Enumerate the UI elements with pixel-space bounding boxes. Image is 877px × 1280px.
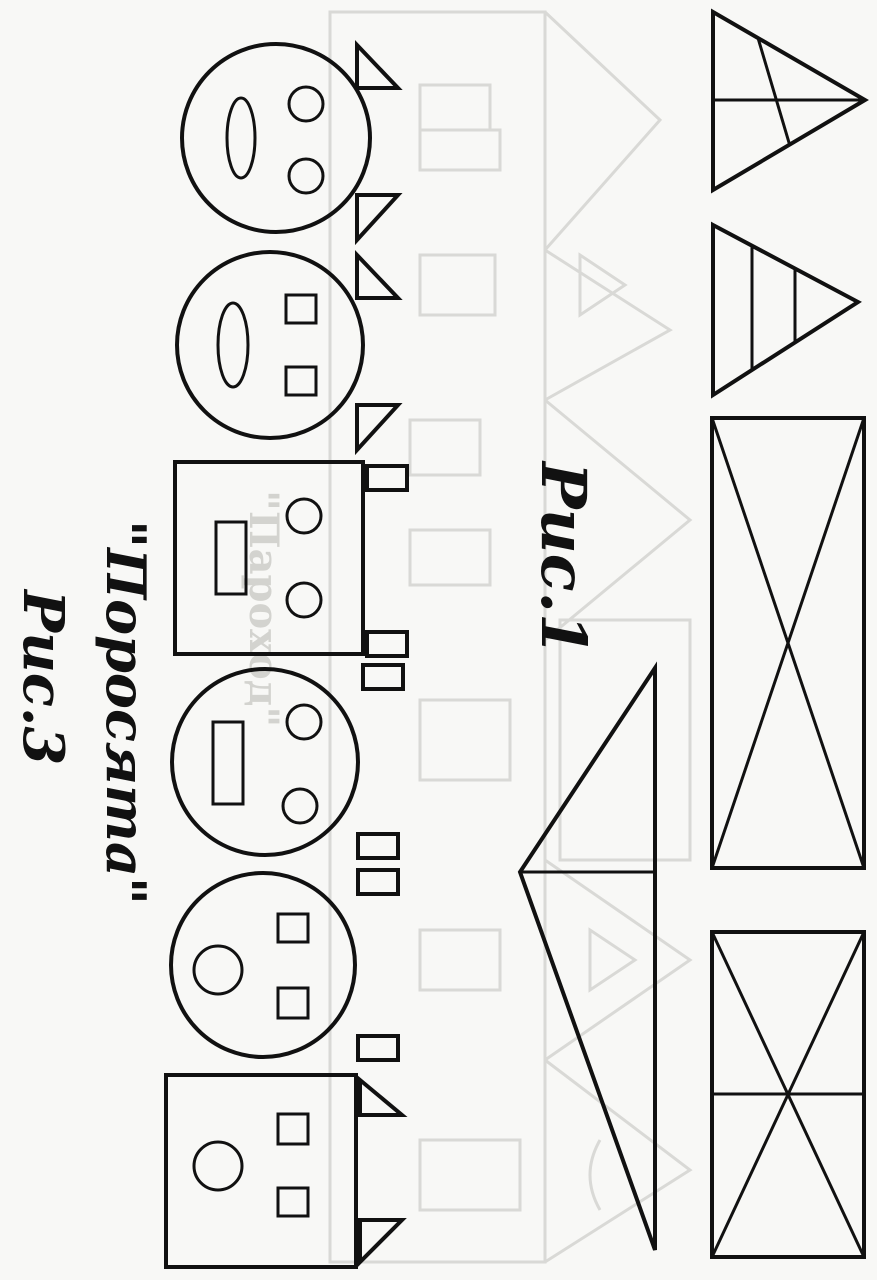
piglet-4-face bbox=[170, 667, 360, 857]
piglet-4 bbox=[170, 667, 400, 896]
piglet-5 bbox=[169, 871, 400, 1062]
piglet-6-snout bbox=[192, 1140, 244, 1192]
faded-window-8 bbox=[418, 1138, 522, 1212]
figure-1-caption: Рис.1 bbox=[527, 462, 600, 657]
triangle-with-stripes bbox=[711, 221, 862, 399]
long-triangle bbox=[517, 661, 657, 1251]
piglet-6-face bbox=[164, 1073, 358, 1269]
piglet-5-face bbox=[169, 871, 357, 1059]
piglet-3-ear-3 bbox=[361, 663, 405, 691]
piglet-3-snout bbox=[214, 520, 248, 596]
faded-flag-2 bbox=[588, 927, 638, 993]
piglet-4-eye-1 bbox=[285, 703, 323, 741]
piglet-1-eye-2 bbox=[287, 157, 325, 195]
piglet-1-snout bbox=[225, 96, 257, 180]
piglet-1 bbox=[180, 40, 403, 246]
rectangle-with-diagonals-and-midline bbox=[710, 930, 866, 1259]
figure-3-piglets bbox=[164, 40, 409, 1269]
faded-background-text: "Пароход" bbox=[240, 490, 287, 727]
faded-roof-3 bbox=[544, 398, 693, 642]
piglet-1-ear-1 bbox=[355, 40, 403, 90]
piglet-3-eye-1 bbox=[285, 497, 323, 535]
piglet-6-eye-2 bbox=[276, 1186, 310, 1218]
faded-roof-4 bbox=[544, 858, 693, 1062]
piglet-1-ear-2 bbox=[355, 193, 403, 246]
piglet-5-snout bbox=[192, 944, 244, 996]
piglet-4-ear-1 bbox=[356, 832, 400, 860]
triangle-with-cross-lines bbox=[711, 8, 869, 194]
piglet-6 bbox=[164, 1073, 408, 1269]
piglet-2-eye-2 bbox=[284, 365, 318, 397]
piglet-3-face bbox=[173, 460, 365, 656]
piglet-5-ear-1 bbox=[356, 1034, 400, 1062]
piglet-6-ear-2 bbox=[358, 1218, 407, 1267]
piglet-3-ear-1 bbox=[365, 464, 409, 492]
faded-window-4 bbox=[408, 418, 482, 477]
piglet-1-face bbox=[180, 42, 372, 234]
faded-roof-1 bbox=[543, 10, 663, 251]
piglet-6-eye-1 bbox=[276, 1112, 310, 1146]
faded-window-5 bbox=[408, 528, 492, 587]
faded-arc bbox=[588, 1139, 602, 1211]
faded-window-6 bbox=[418, 698, 512, 782]
faded-flag-1 bbox=[578, 252, 628, 318]
piglet-5-eye-2 bbox=[276, 986, 310, 1020]
piglet-4-eye-2 bbox=[281, 787, 319, 825]
piglet-2-ear-2 bbox=[355, 403, 403, 456]
faded-background-drawing: "Пароход" bbox=[240, 10, 693, 1264]
piglet-4-ear-2 bbox=[356, 868, 400, 896]
piglet-3-ear-2 bbox=[365, 630, 409, 658]
piglet-2 bbox=[175, 250, 403, 456]
figure-3-caption: Рис.3 bbox=[10, 590, 76, 766]
piglet-2-face bbox=[175, 250, 365, 440]
piglet-2-ear-1 bbox=[355, 250, 403, 300]
piglet-3-eye-2 bbox=[285, 581, 323, 619]
piglet-1-eye-1 bbox=[287, 85, 325, 123]
piglet-5-eye-1 bbox=[276, 912, 310, 944]
piglet-3 bbox=[173, 460, 409, 691]
piglet-4-snout bbox=[211, 720, 245, 806]
faded-window-7 bbox=[418, 928, 502, 992]
faded-window-3 bbox=[418, 253, 497, 317]
faded-roof-2 bbox=[544, 248, 673, 402]
faded-window-1 bbox=[418, 83, 492, 132]
rectangle-with-diagonals bbox=[710, 416, 866, 870]
piglets-title: "Поросята" bbox=[94, 520, 158, 906]
faded-cabin bbox=[558, 618, 692, 862]
piglet-2-snout bbox=[216, 301, 250, 389]
faded-roof-5 bbox=[544, 1058, 693, 1264]
piglet-6-ear-1 bbox=[358, 1075, 408, 1117]
faded-hull bbox=[328, 10, 547, 1264]
faded-window-2 bbox=[418, 128, 502, 172]
figure-1-shapes bbox=[517, 8, 869, 1259]
piglet-2-eye-1 bbox=[284, 293, 318, 325]
